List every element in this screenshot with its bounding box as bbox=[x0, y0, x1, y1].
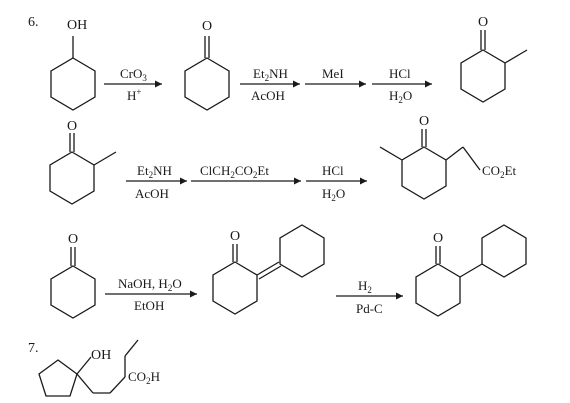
reagent-methyl-iodide: MeI bbox=[322, 66, 344, 81]
ester-product-structure: O CO2Et bbox=[379, 114, 517, 200]
scheme-2: O Et2NH AcOH ClCH2CO2Et HCl H2O O CO2Et bbox=[49, 114, 517, 205]
spiro-hydroxy-acid-structure: OH CO2H bbox=[38, 339, 160, 397]
methylcyclohexanone-product-structure: O bbox=[460, 15, 528, 103]
reagent-hydrogen: H2 bbox=[358, 278, 372, 295]
scheme-2-arrow-2: ClCH2CO2Et bbox=[191, 163, 301, 185]
carbonyl-oxygen-label: O bbox=[230, 229, 240, 244]
reagent-acetic-acid: AcOH bbox=[251, 88, 285, 103]
reagent-ethyl-chloroacetate: ClCH2CO2Et bbox=[200, 163, 269, 180]
hydroxyl-label: OH bbox=[67, 18, 87, 33]
carbonyl-oxygen-label: O bbox=[67, 119, 77, 134]
reagent-palladium-carbon: Pd-C bbox=[356, 301, 383, 316]
methylcyclohexanone-structure: O bbox=[49, 119, 117, 205]
carbonyl-oxygen-label: O bbox=[202, 19, 212, 34]
scheme-3: O NaOH, H2O EtOH O H2 Pd-C O bbox=[50, 224, 527, 319]
reagent-hydrochloric-acid: HCl bbox=[389, 66, 411, 81]
cyclohexylidene-cyclohexanone-structure: O bbox=[212, 224, 325, 315]
scheme-1-arrow-3: MeI bbox=[305, 66, 366, 88]
problem-6-number: 6. bbox=[28, 15, 39, 30]
reagent-hydrochloric-acid: HCl bbox=[322, 163, 344, 178]
carbonyl-oxygen-label: O bbox=[419, 114, 429, 129]
carbonyl-oxygen-label: O bbox=[68, 232, 78, 247]
scheme-1: OH CrO3 H+ O Et2NH AcOH MeI HCl H2O bbox=[50, 15, 528, 111]
carbonyl-oxygen-label: O bbox=[433, 231, 443, 246]
reagent-sodium-hydroxide-water: NaOH, H2O bbox=[118, 276, 182, 293]
reagent-ethanol: EtOH bbox=[134, 298, 164, 313]
cyclohexanone-structure: O bbox=[184, 19, 230, 111]
scheme-2-arrow-1: Et2NH AcOH bbox=[126, 163, 187, 201]
reagent-water: H2O bbox=[322, 186, 345, 203]
reagent-water: H2O bbox=[389, 88, 412, 105]
scheme-2-arrow-3: HCl H2O bbox=[306, 163, 367, 203]
cyclohexylcyclohexanone-product-structure: O bbox=[415, 224, 527, 317]
hydroxyl-label: OH bbox=[91, 348, 111, 363]
reagent-acid: H+ bbox=[127, 87, 141, 103]
problem-7-number: 7. bbox=[28, 341, 39, 356]
carboxylic-acid-label: CO2H bbox=[128, 369, 160, 386]
scheme-3-arrow-2: H2 Pd-C bbox=[336, 278, 403, 316]
scheme-3-arrow-1: NaOH, H2O EtOH bbox=[105, 276, 197, 313]
ester-group-label: CO2Et bbox=[482, 163, 517, 180]
scheme-1-arrow-2: Et2NH AcOH bbox=[240, 66, 300, 103]
reagent-diethylamine: Et2NH bbox=[137, 163, 172, 180]
cyclohexanone-structure: O bbox=[50, 232, 96, 319]
reagent-chromium-trioxide: CrO3 bbox=[120, 66, 147, 83]
scheme-1-arrow-4: HCl H2O bbox=[372, 66, 432, 105]
cyclohexanol-structure: OH bbox=[50, 18, 96, 111]
scheme-1-arrow-1: CrO3 H+ bbox=[104, 66, 162, 103]
reagent-diethylamine: Et2NH bbox=[253, 66, 288, 83]
reagent-acetic-acid: AcOH bbox=[135, 186, 169, 201]
carbonyl-oxygen-label: O bbox=[478, 15, 488, 30]
